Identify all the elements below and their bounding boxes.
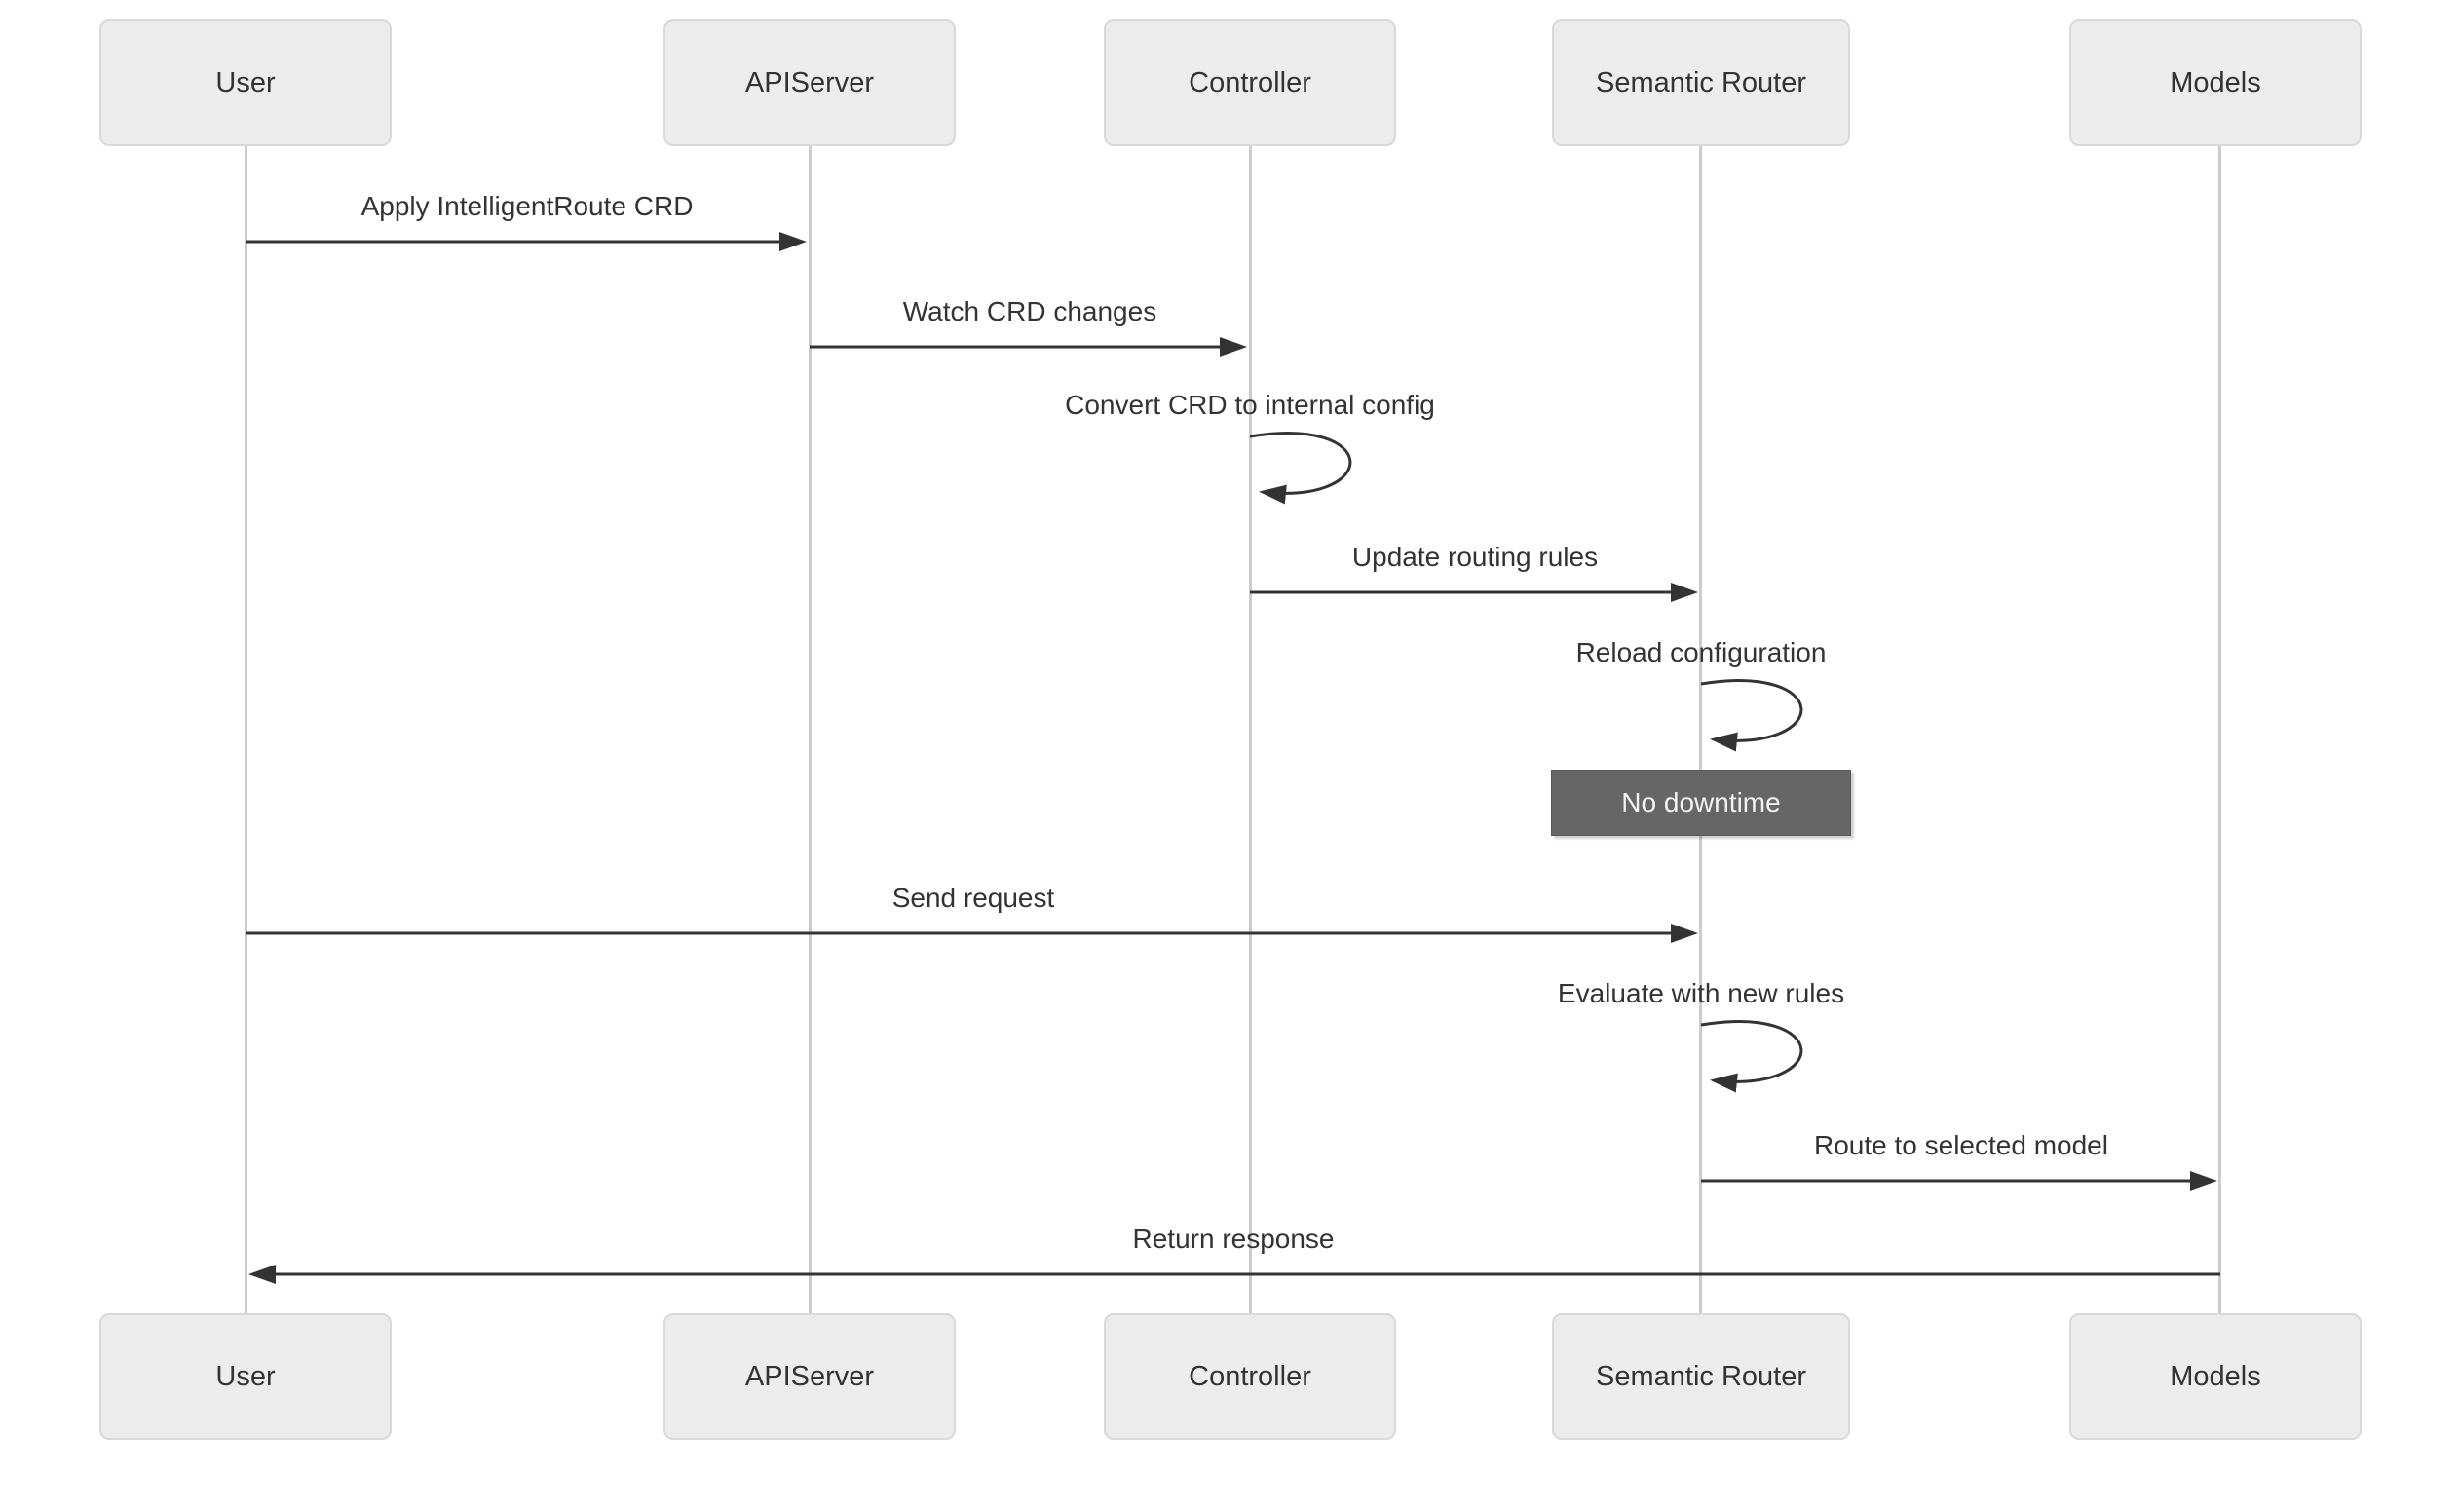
actor-top-models: Models xyxy=(2069,19,2362,146)
lifeline-semantic-router xyxy=(1699,146,1702,1315)
note-no-downtime: No downtime xyxy=(1551,770,1851,836)
self-loop-reload-configuration xyxy=(1700,679,1803,752)
message-label-evaluate-with-new-rules: Evaluate with new rules xyxy=(1557,978,1845,1008)
actor-top-user: User xyxy=(99,19,392,146)
actor-bottom-models: Models xyxy=(2069,1313,2362,1440)
actor-bottom-apiserver: APIServer xyxy=(663,1313,956,1440)
message-label-route-to-selected-model: Route to selected model xyxy=(1814,1130,2108,1160)
lifeline-apiserver xyxy=(809,146,812,1315)
lifeline-controller xyxy=(1249,146,1252,1315)
message-label-reload-configuration: Reload configuration xyxy=(1575,637,1827,667)
message-label-update-routing-rules: Update routing rules xyxy=(1351,542,1599,572)
actor-bottom-user: User xyxy=(99,1313,392,1440)
lifeline-models xyxy=(2218,146,2221,1315)
self-loop-evaluate-new-rules xyxy=(1700,1020,1803,1093)
message-label-apply-intelligentroute-crd: Apply IntelligentRoute CRD xyxy=(360,191,694,221)
actor-bottom-controller: Controller xyxy=(1104,1313,1396,1440)
lifeline-user xyxy=(245,146,247,1315)
message-label-convert-crd: Convert CRD to internal config xyxy=(1065,390,1435,420)
actor-top-controller: Controller xyxy=(1104,19,1396,146)
actor-top-apiserver: APIServer xyxy=(663,19,956,146)
self-loop-convert-crd xyxy=(1249,432,1352,505)
message-label-watch-crd-changes: Watch CRD changes xyxy=(902,296,1157,326)
actor-top-semantic-router: Semantic Router xyxy=(1552,19,1850,146)
actor-bottom-semantic-router: Semantic Router xyxy=(1552,1313,1850,1440)
message-label-return-response: Return response xyxy=(1132,1224,1335,1254)
message-label-send-request: Send request xyxy=(891,883,1055,913)
